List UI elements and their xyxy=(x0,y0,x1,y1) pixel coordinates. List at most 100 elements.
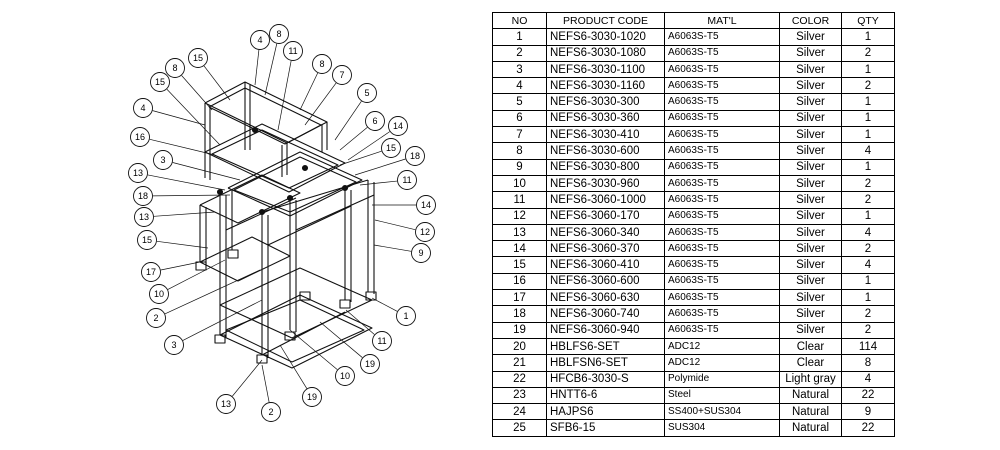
cell-no: 10 xyxy=(492,174,547,193)
cell-no: 25 xyxy=(492,419,547,437)
callout-leader-line xyxy=(153,211,216,217)
cell-product-code: NEFS6-3030-1100 xyxy=(546,60,665,79)
callout-circle xyxy=(250,30,270,50)
cell-material: A6063S-T5 xyxy=(664,240,780,258)
cell-material: A6063S-T5 xyxy=(664,223,780,242)
callout-leader-line xyxy=(261,364,270,403)
cell-no: 3 xyxy=(492,60,547,79)
callout-bubble: 16 xyxy=(130,127,150,147)
callout-circle xyxy=(357,83,377,103)
callout-leader-line xyxy=(149,138,216,156)
callout-leader-line xyxy=(347,131,390,161)
cell-qty: 2 xyxy=(841,77,895,95)
header-material: MAT'L xyxy=(664,11,780,30)
cell-no: 12 xyxy=(492,207,547,225)
callout-bubble: 3 xyxy=(164,335,184,355)
callout-circle xyxy=(397,170,417,190)
cell-color: Light gray xyxy=(779,370,842,388)
callout-circle xyxy=(302,387,322,407)
callout-bubble: 2 xyxy=(146,308,166,328)
cell-no: 23 xyxy=(492,386,547,405)
cell-material: A6063S-T5 xyxy=(664,28,780,46)
callout-bubble: 10 xyxy=(149,284,169,304)
cell-qty: 114 xyxy=(841,337,895,356)
callout-number: 11 xyxy=(288,46,297,56)
cell-color: Silver xyxy=(779,44,842,62)
cell-material: A6063S-T5 xyxy=(664,77,780,95)
callout-bubble: 13 xyxy=(128,163,148,183)
cell-qty: 4 xyxy=(841,223,895,242)
cell-qty: 1 xyxy=(841,60,895,79)
cell-product-code: NEFS6-3060-940 xyxy=(546,321,665,339)
callout-circle xyxy=(416,195,436,215)
cell-no: 21 xyxy=(492,354,547,372)
callout-bubble: 14 xyxy=(388,116,408,136)
cell-material: A6063S-T5 xyxy=(664,321,780,339)
cell-material: A6063S-T5 xyxy=(664,109,780,128)
cell-color: Clear xyxy=(779,354,842,372)
cell-no: 24 xyxy=(492,403,547,421)
cell-color: Natural xyxy=(779,386,842,405)
cell-no: 22 xyxy=(492,370,547,388)
cell-product-code: NEFS6-3030-300 xyxy=(546,93,665,111)
callout-leader-line xyxy=(354,158,406,176)
cell-no: 11 xyxy=(492,191,547,209)
cell-qty: 1 xyxy=(841,158,895,176)
callout-circle xyxy=(388,116,408,136)
callout-bubble: 15 xyxy=(150,72,170,92)
cell-material: A6063S-T5 xyxy=(664,174,780,193)
callout-circle xyxy=(335,366,355,386)
cell-product-code: HBLFS6-SET xyxy=(546,337,665,356)
callout-circle xyxy=(261,402,281,422)
cell-qty: 1 xyxy=(841,272,895,291)
callout-circle xyxy=(360,354,380,374)
cell-no: 4 xyxy=(492,77,547,95)
callout-circle xyxy=(188,48,208,68)
cell-product-code: NEFS6-3060-370 xyxy=(546,240,665,258)
callout-number: 10 xyxy=(340,371,350,381)
callout-bubble: 3 xyxy=(153,150,173,170)
cell-color: Silver xyxy=(779,256,842,274)
callout-number: 13 xyxy=(221,399,231,409)
cell-color: Silver xyxy=(779,77,842,95)
callout-leader-line xyxy=(373,244,412,252)
callout-number: 14 xyxy=(393,121,403,131)
callout-bubble: 8 xyxy=(312,54,332,74)
callout-bubble: 13 xyxy=(134,207,154,227)
cell-material: SS400+SUS304 xyxy=(664,403,780,421)
cell-no: 18 xyxy=(492,305,547,323)
header-color: COLOR xyxy=(779,11,842,30)
callout-bubble: 5 xyxy=(357,83,377,103)
callout-number: 4 xyxy=(140,103,145,113)
cell-product-code: NEFS6-3030-360 xyxy=(546,109,665,128)
cell-material: A6063S-T5 xyxy=(664,256,780,274)
callout-circle xyxy=(130,127,150,147)
cell-qty: 22 xyxy=(841,386,895,405)
callout-number: 8 xyxy=(276,29,281,39)
callout-leader-line xyxy=(147,174,226,191)
cell-qty: 2 xyxy=(841,191,895,209)
cell-color: Silver xyxy=(779,126,842,144)
cell-product-code: SFB6-15 xyxy=(546,419,665,437)
cell-product-code: HNTT6-6 xyxy=(546,386,665,405)
header-no: NO xyxy=(492,11,547,30)
callout-circle xyxy=(141,262,161,282)
callout-number: 5 xyxy=(364,88,369,98)
callout-leader-line xyxy=(166,88,221,146)
cell-color: Silver xyxy=(779,60,842,79)
callout-bubble: 8 xyxy=(165,58,185,78)
cell-no: 5 xyxy=(492,93,547,111)
cell-no: 13 xyxy=(492,223,547,242)
cell-color: Clear xyxy=(779,337,842,356)
callout-number: 4 xyxy=(257,35,262,45)
callout-number: 14 xyxy=(421,200,431,210)
callout-leader-line xyxy=(289,329,338,370)
cell-qty: 1 xyxy=(841,207,895,225)
